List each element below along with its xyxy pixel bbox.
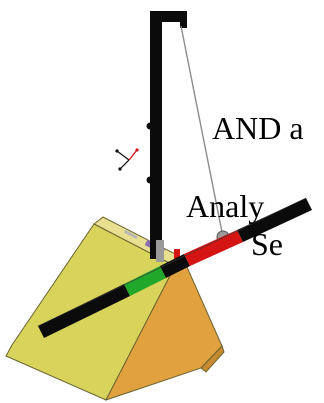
post-top-arm-end [180, 14, 187, 28]
beam-left-black [38, 284, 130, 338]
post-knob-lower [146, 176, 154, 184]
horizontal-beam [37, 197, 312, 338]
vertical-post [146, 11, 187, 262]
post-body [150, 11, 162, 259]
triangular-base [5, 216, 225, 401]
caption-line-1: AND a [212, 110, 304, 146]
beam-green [124, 266, 166, 296]
post-knob-upper [146, 122, 154, 130]
caption-line-3: Se [251, 226, 283, 262]
rim-fixture-2 [123, 229, 138, 240]
caption-line-2: Analy [186, 188, 265, 224]
post-base-gray [156, 240, 164, 262]
beam-edge [37, 197, 307, 327]
base-right-lip [200, 345, 225, 373]
beam-red [184, 230, 243, 266]
axis-triad-icon [115, 148, 139, 171]
pendulum-rope [180, 25, 223, 233]
beam-center-black [160, 254, 190, 278]
red-peg [174, 249, 180, 265]
beam-right-black [237, 198, 312, 242]
post-top-arm [150, 11, 187, 22]
